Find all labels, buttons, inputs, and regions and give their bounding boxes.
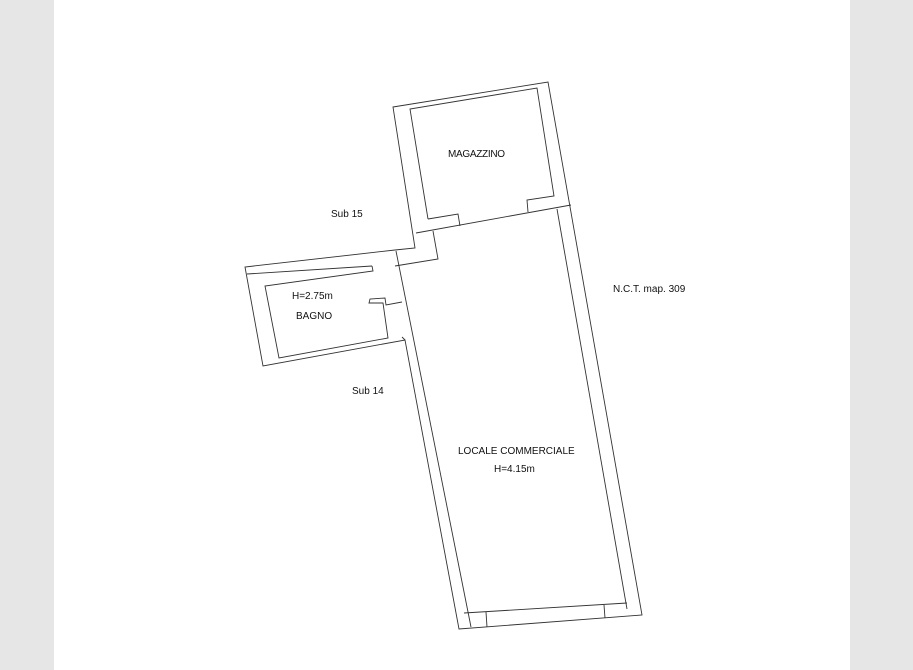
commercial-right-inner bbox=[556, 208, 628, 610]
sub15-label: Sub 15 bbox=[331, 209, 363, 220]
outer-wall bbox=[244, 81, 643, 630]
commercial-bottom-inner bbox=[463, 602, 628, 614]
passage-wall bbox=[394, 230, 439, 267]
magazzino-inner-wall bbox=[409, 87, 555, 220]
magazzino-label: MAGAZZINO bbox=[448, 149, 505, 160]
sub14-label: Sub 14 bbox=[352, 386, 384, 397]
locale-label: LOCALE COMMERCIALE bbox=[458, 446, 575, 457]
magazzino-partition bbox=[415, 204, 572, 234]
bagno-height-label: H=2.75m bbox=[292, 291, 333, 302]
bagno-label: BAGNO bbox=[296, 311, 333, 322]
commercial-left-inner bbox=[395, 250, 472, 628]
locale-height-label: H=4.15m bbox=[494, 464, 535, 475]
nct-label: N.C.T. map. 309 bbox=[613, 284, 686, 295]
commercial-bottom-mark-right bbox=[603, 604, 606, 619]
bagno-outer-top bbox=[246, 265, 373, 275]
commercial-bottom-mark-left bbox=[485, 611, 488, 628]
magazzino-door-left bbox=[427, 213, 461, 227]
document-page bbox=[54, 0, 850, 670]
bagno-right-wall bbox=[401, 336, 406, 341]
bagno-inner-wall bbox=[264, 265, 403, 359]
